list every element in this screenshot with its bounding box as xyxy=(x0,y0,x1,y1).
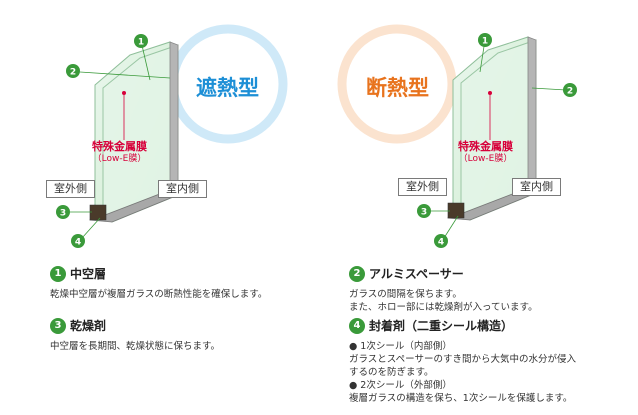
desc-4-line-3: するのを防ぎます。 xyxy=(349,367,434,378)
left-indoor-label: 室内側 xyxy=(158,180,207,198)
desc-2-badge: 2 xyxy=(349,266,365,282)
desc-2-line-1: ガラスの間隔を保ちます。 xyxy=(349,289,462,300)
right-title: 断熱型 xyxy=(366,76,429,100)
right-indoor-label: 室内側 xyxy=(512,178,561,196)
desc-desiccant: 3 乾燥剤 中空層を長期間、乾燥状態に保ちます。 xyxy=(50,318,330,353)
right-outdoor-label: 室外側 xyxy=(398,178,447,196)
left-marker-4: 4 xyxy=(71,234,85,248)
left-marker-4-leader xyxy=(81,217,101,239)
desc-4-badge: 4 xyxy=(349,318,365,334)
desc-4-line-1: ● 1次シール（内部側） xyxy=(349,341,452,352)
left-film-label-line2: （Low-E膜） xyxy=(92,154,147,164)
svg-text:1: 1 xyxy=(138,38,144,48)
glass-diagrams: 1 2 3 4 1 2 3 4 xyxy=(56,24,577,248)
desc-3-line: 中空層を長期間、乾燥状態に保ちます。 xyxy=(50,341,221,352)
svg-text:2: 2 xyxy=(70,68,76,78)
desc-1-badge: 1 xyxy=(50,266,66,282)
desc-1-title: 中空層 xyxy=(70,267,107,281)
left-glass-unit xyxy=(89,41,179,223)
desc-4-line-2: ガラスとスペーサーのすき間から大気中の水分が侵入 xyxy=(349,354,576,365)
left-title: 遮熱型 xyxy=(196,76,259,100)
desc-4-line-4: ● 2次シール（外部側） xyxy=(349,380,452,391)
desc-aluminum-spacer: 2 アルミスペーサー ガラスの間隔を保ちます。 また、ホロー部には乾燥剤が入って… xyxy=(349,266,629,314)
svg-text:4: 4 xyxy=(75,238,81,248)
right-glass-unit xyxy=(447,36,537,221)
right-film-label-line2: （Low-E膜） xyxy=(458,154,513,164)
svg-text:1: 1 xyxy=(482,37,488,47)
right-marker-2: 2 xyxy=(563,83,577,97)
desc-4-line-5: 複層ガラスの構造を保ち、1次シールを保護します。 xyxy=(349,393,573,404)
right-title-ring xyxy=(337,24,457,144)
right-film-label-line1: 特殊金属膜 xyxy=(458,140,513,153)
left-marker-2: 2 xyxy=(66,64,80,78)
svg-text:4: 4 xyxy=(438,238,444,248)
right-marker-4: 4 xyxy=(434,234,448,248)
desc-2-line-2: また、ホロー部には乾燥剤が入っています。 xyxy=(349,302,538,313)
left-film-label: 特殊金属膜 （Low-E膜） xyxy=(92,140,147,166)
svg-text:3: 3 xyxy=(60,209,66,219)
desc-1-line: 乾燥中空層が複層ガラスの断熱性能を確保します。 xyxy=(50,289,268,300)
desc-sealant: 4 封着剤（二重シール構造） ● 1次シール（内部側） ガラスとスペーサーのすき… xyxy=(349,318,629,405)
right-marker-3: 3 xyxy=(417,204,431,218)
desc-4-title: 封着剤（二重シール構造） xyxy=(369,319,514,333)
desc-3-title: 乾燥剤 xyxy=(70,319,107,333)
desc-2-title: アルミスペーサー xyxy=(369,267,464,281)
right-marker-2-leader xyxy=(531,87,567,91)
svg-text:2: 2 xyxy=(567,87,573,97)
left-film-label-line1: 特殊金属膜 xyxy=(92,140,147,153)
left-marker-3: 3 xyxy=(56,205,70,219)
left-marker-2-leader xyxy=(79,71,171,79)
right-marker-4-leader xyxy=(443,215,459,239)
desc-hollow-layer: 1 中空層 乾燥中空層が複層ガラスの断熱性能を確保します。 xyxy=(50,266,330,301)
svg-text:3: 3 xyxy=(421,208,427,218)
left-marker-1: 1 xyxy=(134,34,148,48)
desc-3-badge: 3 xyxy=(50,318,66,334)
left-outdoor-label: 室外側 xyxy=(46,180,95,198)
diagram-area: 1 2 3 4 1 2 3 4 遮熱型 特殊金属膜 （Low-E膜） 室外側 室… xyxy=(46,24,577,248)
right-marker-1: 1 xyxy=(478,33,492,47)
right-film-label: 特殊金属膜 （Low-E膜） xyxy=(458,140,513,166)
